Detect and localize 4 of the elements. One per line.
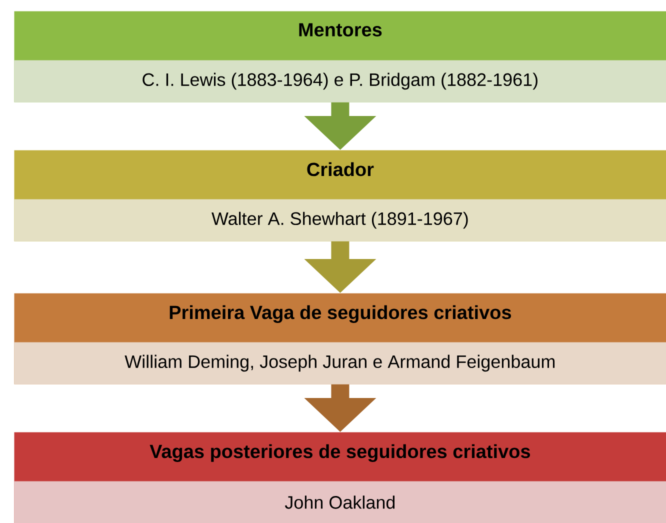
names-box: William Deming, Joseph Juran e Armand Feigenbaum (14, 342, 666, 384)
names-box: Walter A. Shewhart (1891-1967) (14, 199, 666, 242)
names-box: John Oakland (14, 481, 666, 523)
names-box: C. I. Lewis (1883-1964) e P. Bridgam (1882-1961) (14, 60, 666, 102)
